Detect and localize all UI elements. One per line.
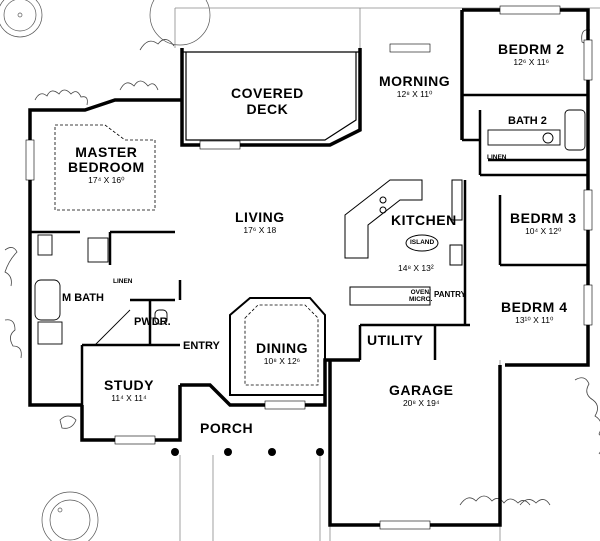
dining-bay <box>229 297 326 396</box>
room-covered-deck: COVERED DECK <box>231 86 304 116</box>
master-tray-ceiling <box>54 124 156 211</box>
room-morning: MORNING 12⁸ X 11⁰ <box>379 74 450 99</box>
bath-fixtures <box>34 109 586 346</box>
master-dimensions: 17⁴ X 16⁰ <box>88 175 125 185</box>
living-name: LIVING <box>235 209 285 225</box>
dining-dimensions: 10⁸ X 12⁶ <box>263 356 301 366</box>
bedrm3-name: BEDRM 3 <box>510 210 577 226</box>
linen-top-label: LINEN <box>487 154 507 161</box>
bedrm4-dimensions: 13¹⁰ X 11⁰ <box>515 315 554 325</box>
master-line2: BEDROOM <box>68 159 145 175</box>
master-line1: MASTER <box>75 144 138 160</box>
morning-dimensions: 12⁸ X 11⁰ <box>396 89 433 99</box>
room-living: LIVING 17⁶ X 18 <box>235 210 285 235</box>
interior-walls <box>30 93 588 405</box>
trees <box>0 0 211 541</box>
room-master-bedroom: MASTER BEDROOM 17⁴ X 16⁰ <box>68 145 145 185</box>
study-name: STUDY <box>104 377 154 393</box>
exterior-walls <box>28 8 590 527</box>
deck-line1: COVERED <box>231 85 304 101</box>
room-dining: DINING 10⁸ X 12⁶ <box>256 341 308 366</box>
living-dimensions: 17⁶ X 18 <box>243 225 277 235</box>
porch-label: PORCH <box>200 420 254 436</box>
kitchen-name: KITCHEN <box>391 212 457 228</box>
pantry-label: PANTRY <box>434 290 466 299</box>
mbath-label: M BATH <box>62 292 104 304</box>
study-dimensions: 11⁴ X 11⁴ <box>111 393 147 403</box>
dining-name: DINING <box>256 340 308 356</box>
bedrm2-dimensions: 12⁶ X 11⁶ <box>513 57 550 67</box>
porch-posts <box>171 448 324 456</box>
room-bedrm4: BEDRM 4 13¹⁰ X 11⁰ <box>501 300 568 325</box>
garage-dimensions: 20⁸ X 19⁴ <box>402 398 440 408</box>
kitchen-dimensions: 14⁸ X 13² <box>398 263 434 273</box>
kitchen-island <box>405 234 439 252</box>
linen-master-label: LINEN <box>113 278 133 285</box>
oven-line2: MICRO. <box>409 296 433 304</box>
bedrm4-name: BEDRM 4 <box>501 299 568 315</box>
oven-line1: OVEN/ <box>410 289 431 296</box>
covered-deck-outline <box>182 51 360 141</box>
island-label: ISLAND <box>410 239 435 246</box>
deck-line2: DECK <box>246 101 289 117</box>
windows <box>25 5 593 530</box>
kitchen-counters <box>344 179 463 306</box>
bath2-label: BATH 2 <box>508 115 547 127</box>
bedrm3-dimensions: 10⁴ X 12⁰ <box>525 226 562 236</box>
room-garage: GARAGE 20⁸ X 19⁴ <box>389 383 453 408</box>
morning-name: MORNING <box>379 73 451 89</box>
room-bedrm3: BEDRM 3 10⁴ X 12⁰ <box>510 211 577 236</box>
room-bedrm2: BEDRM 2 12⁶ X 11⁶ <box>498 42 565 67</box>
garage-name: GARAGE <box>389 382 454 398</box>
room-study: STUDY 11⁴ X 11⁴ <box>104 378 154 403</box>
entry-label: ENTRY <box>183 340 220 352</box>
pwdr-label: PWDR. <box>134 316 171 328</box>
oven-micro-label: OVEN/ MICRO. <box>409 289 432 303</box>
landscaping-shrubs <box>4 29 600 506</box>
utility-label: UTILITY <box>367 332 424 348</box>
bedrm2-name: BEDRM 2 <box>498 41 565 57</box>
